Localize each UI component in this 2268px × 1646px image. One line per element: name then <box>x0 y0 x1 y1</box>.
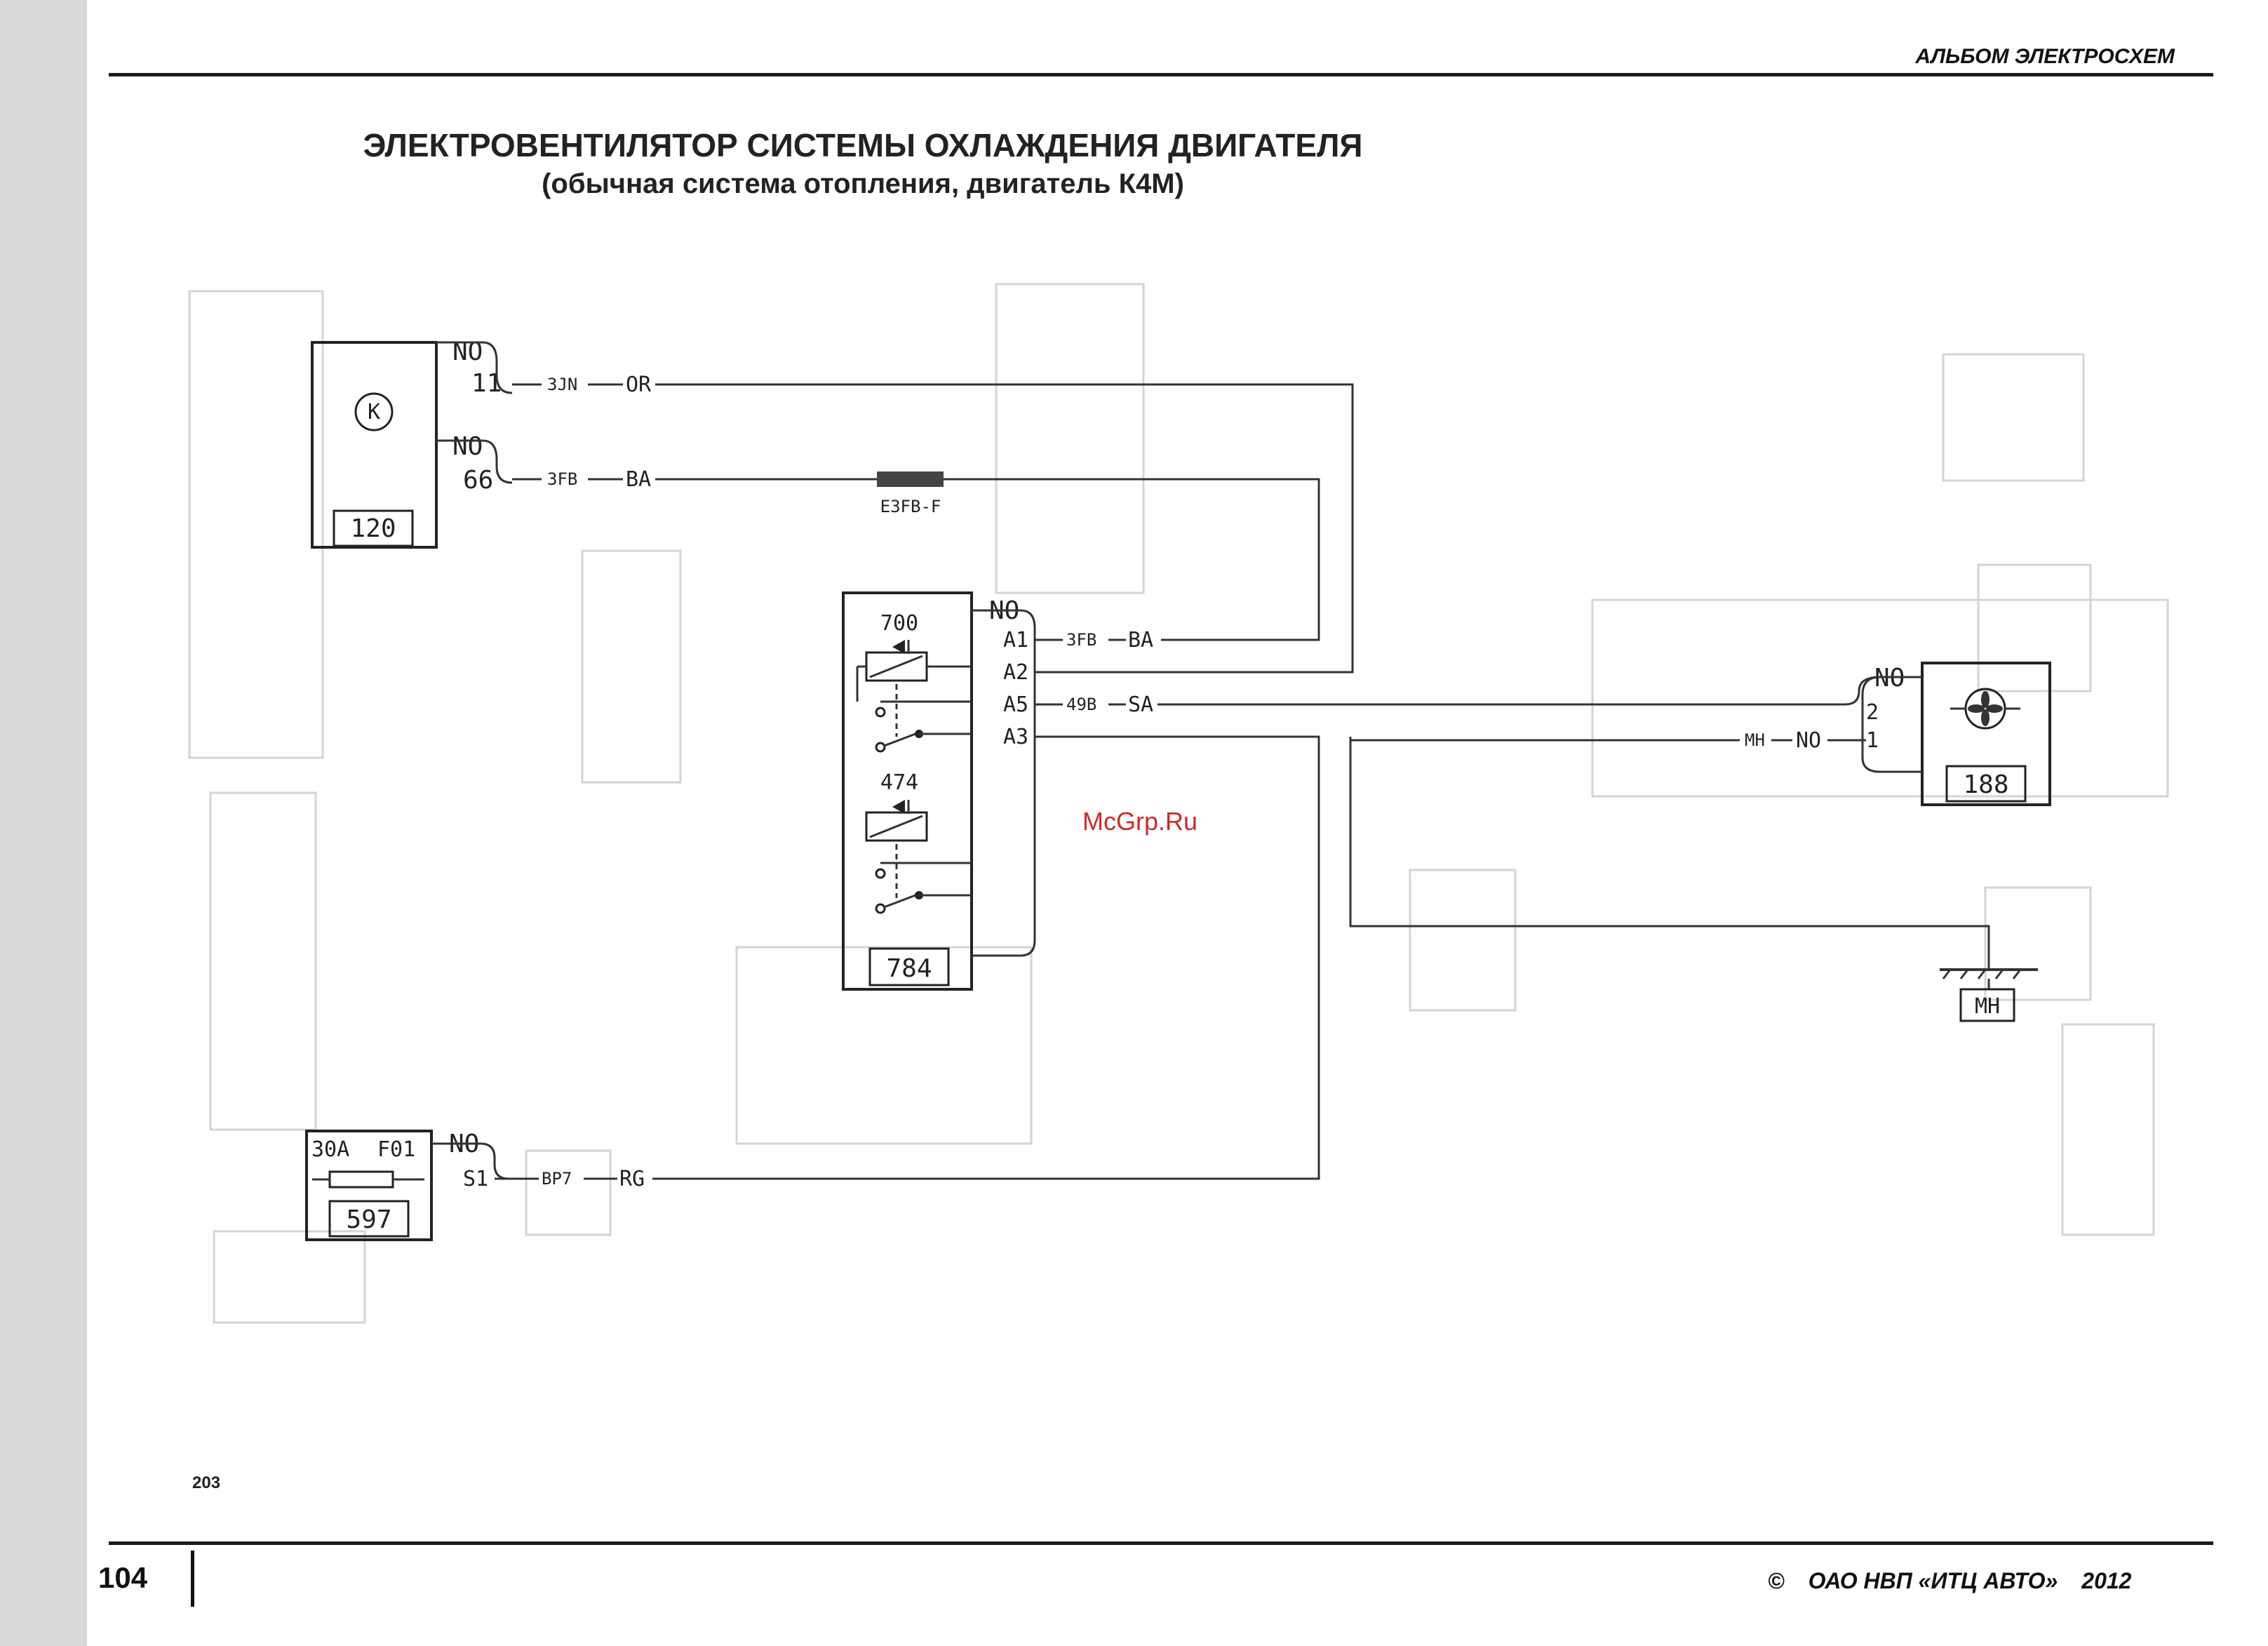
c784-pin-a1: A1 <box>1003 628 1028 653</box>
footnote-number: 203 <box>192 1473 220 1493</box>
copyright-symbol: © <box>1768 1568 1785 1593</box>
page-number: 104 <box>98 1561 147 1595</box>
c597-pin-s1: S1 <box>463 1167 488 1191</box>
fan-icon <box>1950 689 2020 728</box>
relay-474-label: 474 <box>880 770 918 795</box>
wire-bp7-rg: BP7 RG <box>495 1167 645 1191</box>
component-188-id: 188 <box>1963 770 2008 799</box>
c784-pin-a2: A2 <box>1003 660 1028 685</box>
wire-color: RG <box>619 1167 645 1191</box>
wire-code: 3FB <box>1066 630 1096 650</box>
c120-connector2: NO <box>452 432 483 461</box>
c188-pin-2: 2 <box>1866 700 1879 725</box>
c188-pin-1: 1 <box>1866 728 1879 753</box>
fuse-id: F01 <box>377 1137 415 1162</box>
wire-49b-sa: 49B SA <box>1035 677 1922 717</box>
wire-code: BP7 <box>542 1169 572 1189</box>
wire-a3-to-597 <box>652 737 1989 1179</box>
splice-label: E3FB-F <box>880 497 941 516</box>
wire-color: BA <box>1128 628 1153 653</box>
wire-mh-no: MH NO <box>1350 728 1866 753</box>
splice-e3fb-f-icon <box>877 471 944 487</box>
component-597: 30A F01 597 NO S1 <box>307 1130 509 1240</box>
wire-color: BA <box>626 467 651 492</box>
component-784: 700 474 784 NO A1 A2 A5 A3 <box>843 593 1035 989</box>
wire-3jn-or: 3JN OR <box>512 373 1353 672</box>
ground-id: MH <box>1975 994 2000 1019</box>
wire-3fb-ba-a1: 3FB BA <box>1035 628 1153 653</box>
publication-year: 2012 <box>2081 1568 2131 1593</box>
wire-code: 49B <box>1066 695 1096 714</box>
c784-pin-a3: A3 <box>1003 725 1028 749</box>
relay-700-label: 700 <box>880 611 918 636</box>
wire-color: OR <box>626 373 652 397</box>
relay-switch-icon <box>884 734 915 746</box>
publisher: ОАО НВП «ИТЦ АВТО» <box>1809 1568 2058 1593</box>
c784-pin-a5: A5 <box>1003 692 1028 717</box>
wire-color: NO <box>1796 728 1821 753</box>
component-120-id: 120 <box>350 514 396 543</box>
fuse-icon <box>330 1172 393 1187</box>
wire-code: 3JN <box>547 375 577 394</box>
component-784-id: 784 <box>886 954 932 983</box>
component-597-id: 597 <box>346 1205 391 1234</box>
watermark: McGrp.Ru <box>1056 807 1224 836</box>
footer-rule <box>109 1541 2213 1545</box>
component-188: NO 2 1 188 <box>1863 663 2050 805</box>
ecu-symbol-label: K <box>368 400 380 424</box>
wire-color: SA <box>1128 692 1153 717</box>
component-120: K 120 NO 11 NO 66 <box>312 337 512 547</box>
fuse-rating: 30A <box>311 1137 349 1162</box>
copyright: © ОАО НВП «ИТЦ АВТО» 2012 <box>1768 1568 2131 1594</box>
ground-mh: MH <box>1940 970 2038 1021</box>
c120-pin2: 66 <box>463 466 493 495</box>
relay-switch-icon <box>884 895 915 907</box>
page-number-divider <box>191 1551 194 1607</box>
wire-code: 3FB <box>547 469 577 489</box>
wire-code: MH <box>1745 730 1765 750</box>
